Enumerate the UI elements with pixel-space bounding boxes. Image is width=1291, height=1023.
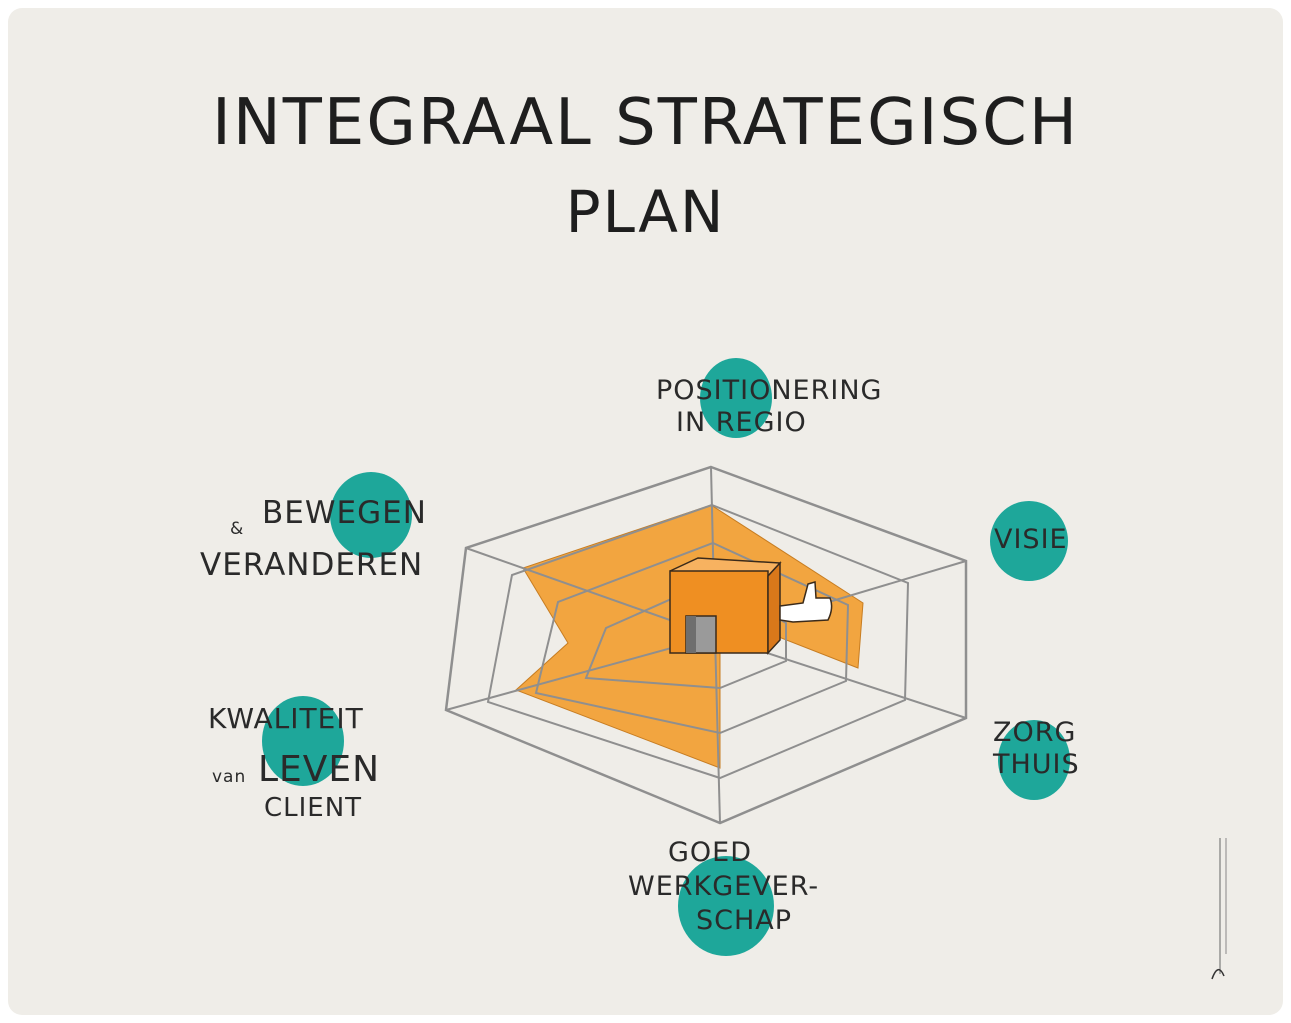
artist-signature bbox=[1211, 838, 1227, 980]
radar-grid-ring-3 bbox=[486, 503, 910, 780]
radar-grid-ring-2 bbox=[534, 541, 850, 735]
orange-box-thumbs-up-icon bbox=[669, 557, 833, 655]
label-goed: GOED bbox=[668, 837, 753, 868]
label-client: CLIENT bbox=[264, 793, 363, 823]
label-leven: LEVEN bbox=[258, 749, 381, 790]
label-thuis: THUIS bbox=[993, 749, 1080, 780]
blob-bewegen bbox=[330, 472, 412, 558]
label-bewegen-prefix: & bbox=[230, 519, 245, 539]
label-schap: SCHAP bbox=[696, 905, 793, 936]
label-veranderen: VERANDEREN bbox=[200, 547, 424, 583]
label-zorg: ZORG bbox=[993, 717, 1077, 748]
label-kwaliteit: KWALITEIT bbox=[208, 702, 364, 735]
title-line-1: INTEGRAAL STRATEGISCH bbox=[212, 86, 1079, 160]
blob-kwaliteit bbox=[262, 696, 344, 786]
label-positionering-1: POSITIONERING bbox=[656, 375, 883, 406]
blob-zorg bbox=[998, 720, 1070, 800]
blob-visie bbox=[990, 501, 1068, 581]
radar-diagram bbox=[444, 465, 968, 825]
label-bewegen: BEWEGEN bbox=[262, 495, 427, 531]
blob-positionering bbox=[700, 358, 772, 438]
label-van: van bbox=[212, 767, 247, 787]
radar-grid-ring-1 bbox=[584, 578, 787, 690]
title-line-2: PLAN bbox=[565, 178, 726, 246]
label-positionering-2: IN REGIO bbox=[676, 407, 807, 438]
label-visie: VISIE bbox=[994, 524, 1068, 555]
blob-werkgever bbox=[678, 856, 774, 956]
diagram-card: INTEGRAAL STRATEGISCH PLAN bbox=[8, 8, 1283, 1015]
label-werkgever: WERKGEVER- bbox=[628, 871, 820, 902]
